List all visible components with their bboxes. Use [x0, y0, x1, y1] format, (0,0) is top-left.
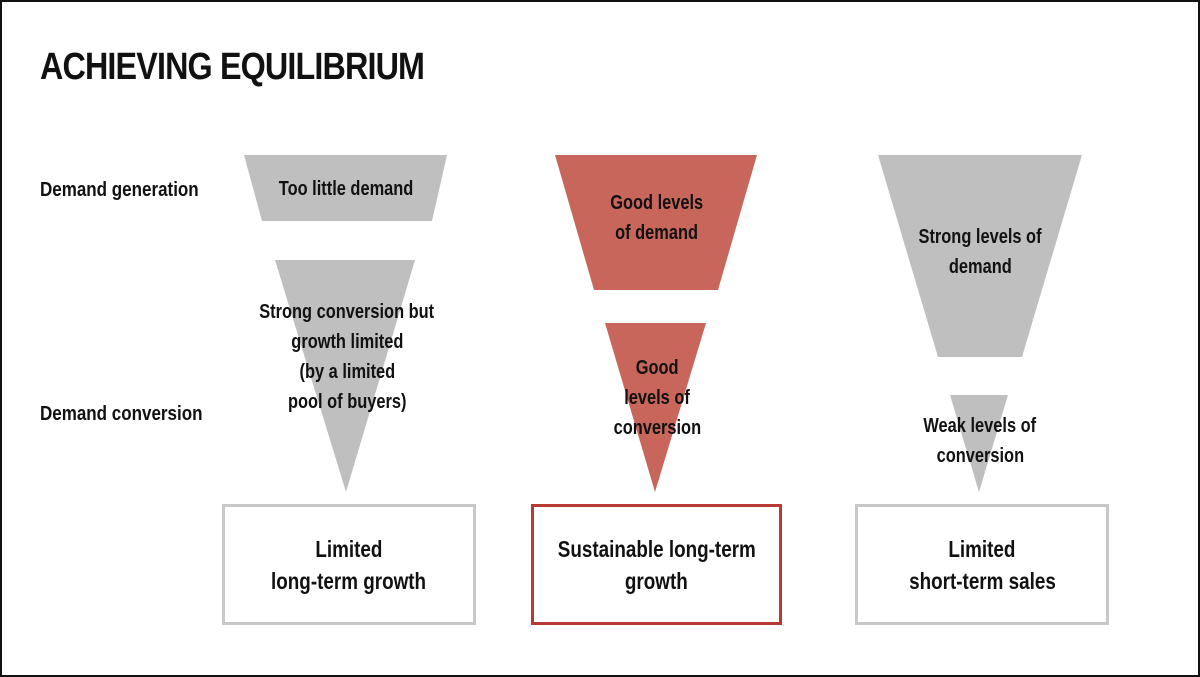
funnel-conversion-2 — [605, 323, 706, 492]
funnel-conversion-3 — [950, 395, 1008, 492]
page-title: ACHIEVING EQUILIBRIUM — [40, 46, 425, 88]
conversion-text-1: Strong conversion but growth limited (by… — [259, 301, 435, 413]
funnel-generation-1 — [244, 155, 447, 221]
funnel-generation-2 — [555, 155, 757, 290]
funnel-conversion-1 — [275, 260, 415, 492]
row-label-conversion: Demand conversion — [40, 403, 203, 425]
funnel-generation-3 — [878, 155, 1082, 357]
generation-text-1: Too little demand — [278, 178, 414, 200]
row-label-generation: Demand generation — [40, 179, 199, 201]
